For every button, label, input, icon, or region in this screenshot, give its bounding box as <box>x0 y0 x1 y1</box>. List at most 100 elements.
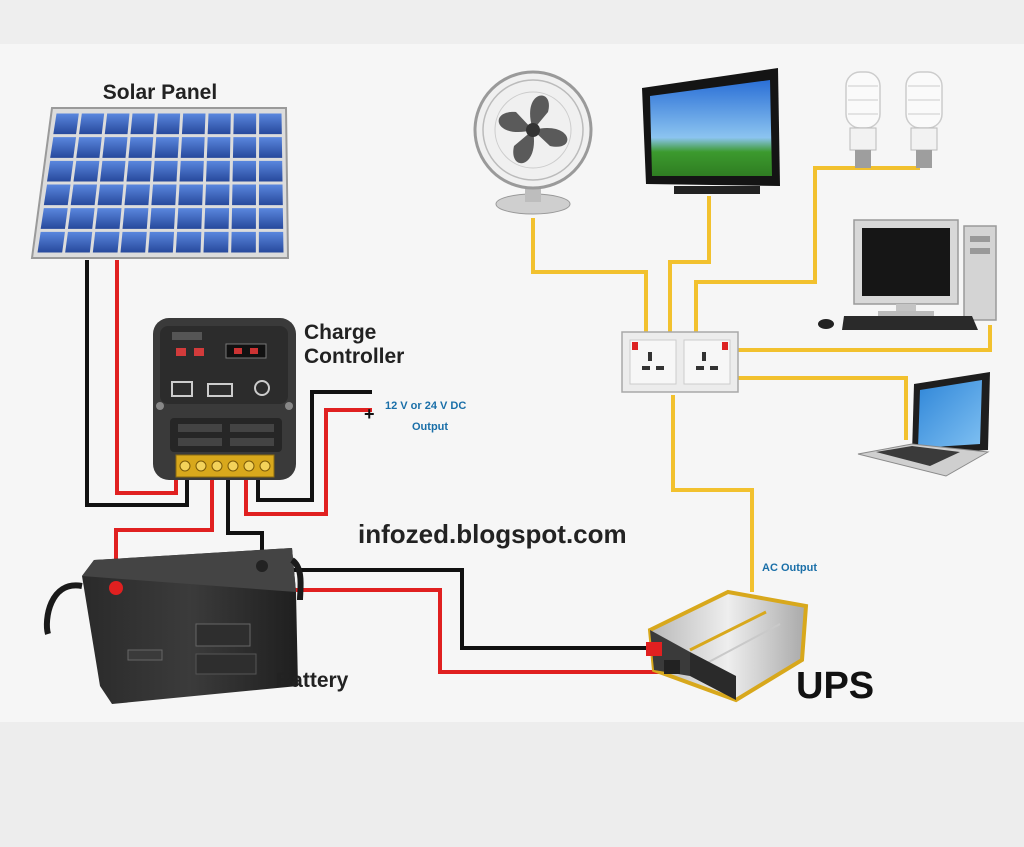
solar-cell <box>232 184 256 206</box>
diagram-area: Solar Panel <box>0 44 1024 722</box>
solar-cell <box>233 113 257 135</box>
solar-cell <box>40 208 68 229</box>
solar-cell <box>178 184 203 206</box>
solar-cell <box>207 113 231 135</box>
solar-cell <box>122 208 149 229</box>
solar-cell <box>156 113 181 135</box>
top-band <box>0 0 1024 44</box>
solar-cell <box>53 113 79 135</box>
ups-inverter-icon <box>646 589 809 703</box>
solar-system-diagram: Solar Panel <box>30 68 997 707</box>
ups-label: UPS <box>796 665 874 707</box>
solar-cell <box>47 160 74 182</box>
solar-cell <box>204 208 230 229</box>
solar-cell <box>259 113 282 135</box>
dc-output-label-line2: Output <box>412 421 448 433</box>
solar-cell <box>100 160 126 182</box>
output-positive-wire <box>244 408 372 516</box>
solar-cell <box>73 160 100 182</box>
laptop-icon <box>857 372 990 477</box>
solar-cell <box>258 184 283 206</box>
solar-panel-icon <box>30 107 290 259</box>
solar-cell <box>124 184 150 206</box>
ac-wire-desktop <box>738 325 992 352</box>
ac-output-label: AC Output <box>762 562 817 574</box>
ac-wire-laptop <box>738 376 908 440</box>
wall-socket <box>621 331 739 393</box>
solar-panel-label: Solar Panel <box>103 81 217 104</box>
solar-cell <box>151 184 177 206</box>
terminal-screw <box>179 460 191 472</box>
battery: Battery <box>43 548 349 704</box>
ups-negative-wire <box>262 568 652 650</box>
solar-cell <box>120 231 147 253</box>
solar-cell <box>37 231 65 253</box>
solar-cell <box>232 160 257 182</box>
fan <box>473 70 593 215</box>
desktop-computer <box>818 219 997 330</box>
laptop <box>857 372 990 477</box>
solar-cell <box>92 231 120 253</box>
solar-cell <box>130 113 155 135</box>
solar-cell <box>258 231 284 253</box>
battery-negative-wire <box>226 478 264 560</box>
solar-cell <box>179 160 204 182</box>
solar-cell <box>181 113 206 135</box>
terminal-screw <box>227 460 239 472</box>
solar-cell <box>148 231 175 253</box>
dc-wires <box>85 260 672 674</box>
solar-cell <box>65 231 93 253</box>
solar-cell <box>126 160 152 182</box>
solar-cell <box>180 137 205 158</box>
minus-sign: - <box>366 381 373 403</box>
solar-cell <box>102 137 128 158</box>
wall-socket-icon <box>621 331 739 393</box>
terminal-screw <box>195 460 207 472</box>
ac-wire-ups <box>671 395 754 592</box>
solar-cell <box>232 137 257 158</box>
solar-cell <box>258 208 284 229</box>
cfl-bulb-icon-2 <box>905 71 943 168</box>
solar-cell <box>43 184 71 206</box>
solar-cell <box>95 208 122 229</box>
ac-wire-bulbs <box>694 166 920 334</box>
solar-cell <box>97 184 124 206</box>
tv <box>642 68 780 194</box>
charge-controller-icon <box>153 318 296 480</box>
dc-output-annotation: - + 12 V or 24 V DC Output <box>364 381 466 433</box>
solar-cell <box>231 208 256 229</box>
ac-wires <box>531 166 992 592</box>
solar-cell <box>259 137 283 158</box>
battery-label: Battery <box>276 669 349 692</box>
output-negative-wire <box>256 390 372 502</box>
solar-panel: Solar Panel <box>30 81 290 259</box>
bottom-band <box>0 722 1024 847</box>
solar-cell <box>175 231 202 253</box>
fan-icon <box>473 70 593 215</box>
solar-cell <box>76 137 102 158</box>
terminal-screw <box>243 460 255 472</box>
ac-wire-tv <box>668 196 711 334</box>
ups: UPS AC Output <box>646 562 874 707</box>
charge-controller-label-line1: Charge <box>304 321 376 344</box>
solar-cell <box>153 160 178 182</box>
charge-controller: Charge Controller <box>153 318 404 480</box>
solar-cell <box>259 160 283 182</box>
solar-cell <box>206 160 230 182</box>
solar-cell <box>205 184 230 206</box>
solar-cell <box>70 184 97 206</box>
solar-cell <box>128 137 154 158</box>
solar-negative-wire <box>85 260 189 507</box>
cfl-bulb-icon <box>845 71 881 168</box>
tv-icon <box>642 68 780 194</box>
solar-cell <box>50 137 77 158</box>
solar-cell <box>149 208 176 229</box>
solar-cell <box>231 231 256 253</box>
terminal-screw <box>211 460 223 472</box>
solar-cell <box>177 208 203 229</box>
solar-cell <box>206 137 231 158</box>
terminal-screw <box>259 460 271 472</box>
dc-output-label-line1: 12 V or 24 V DC <box>385 400 466 412</box>
desktop-computer-icon <box>818 219 997 330</box>
